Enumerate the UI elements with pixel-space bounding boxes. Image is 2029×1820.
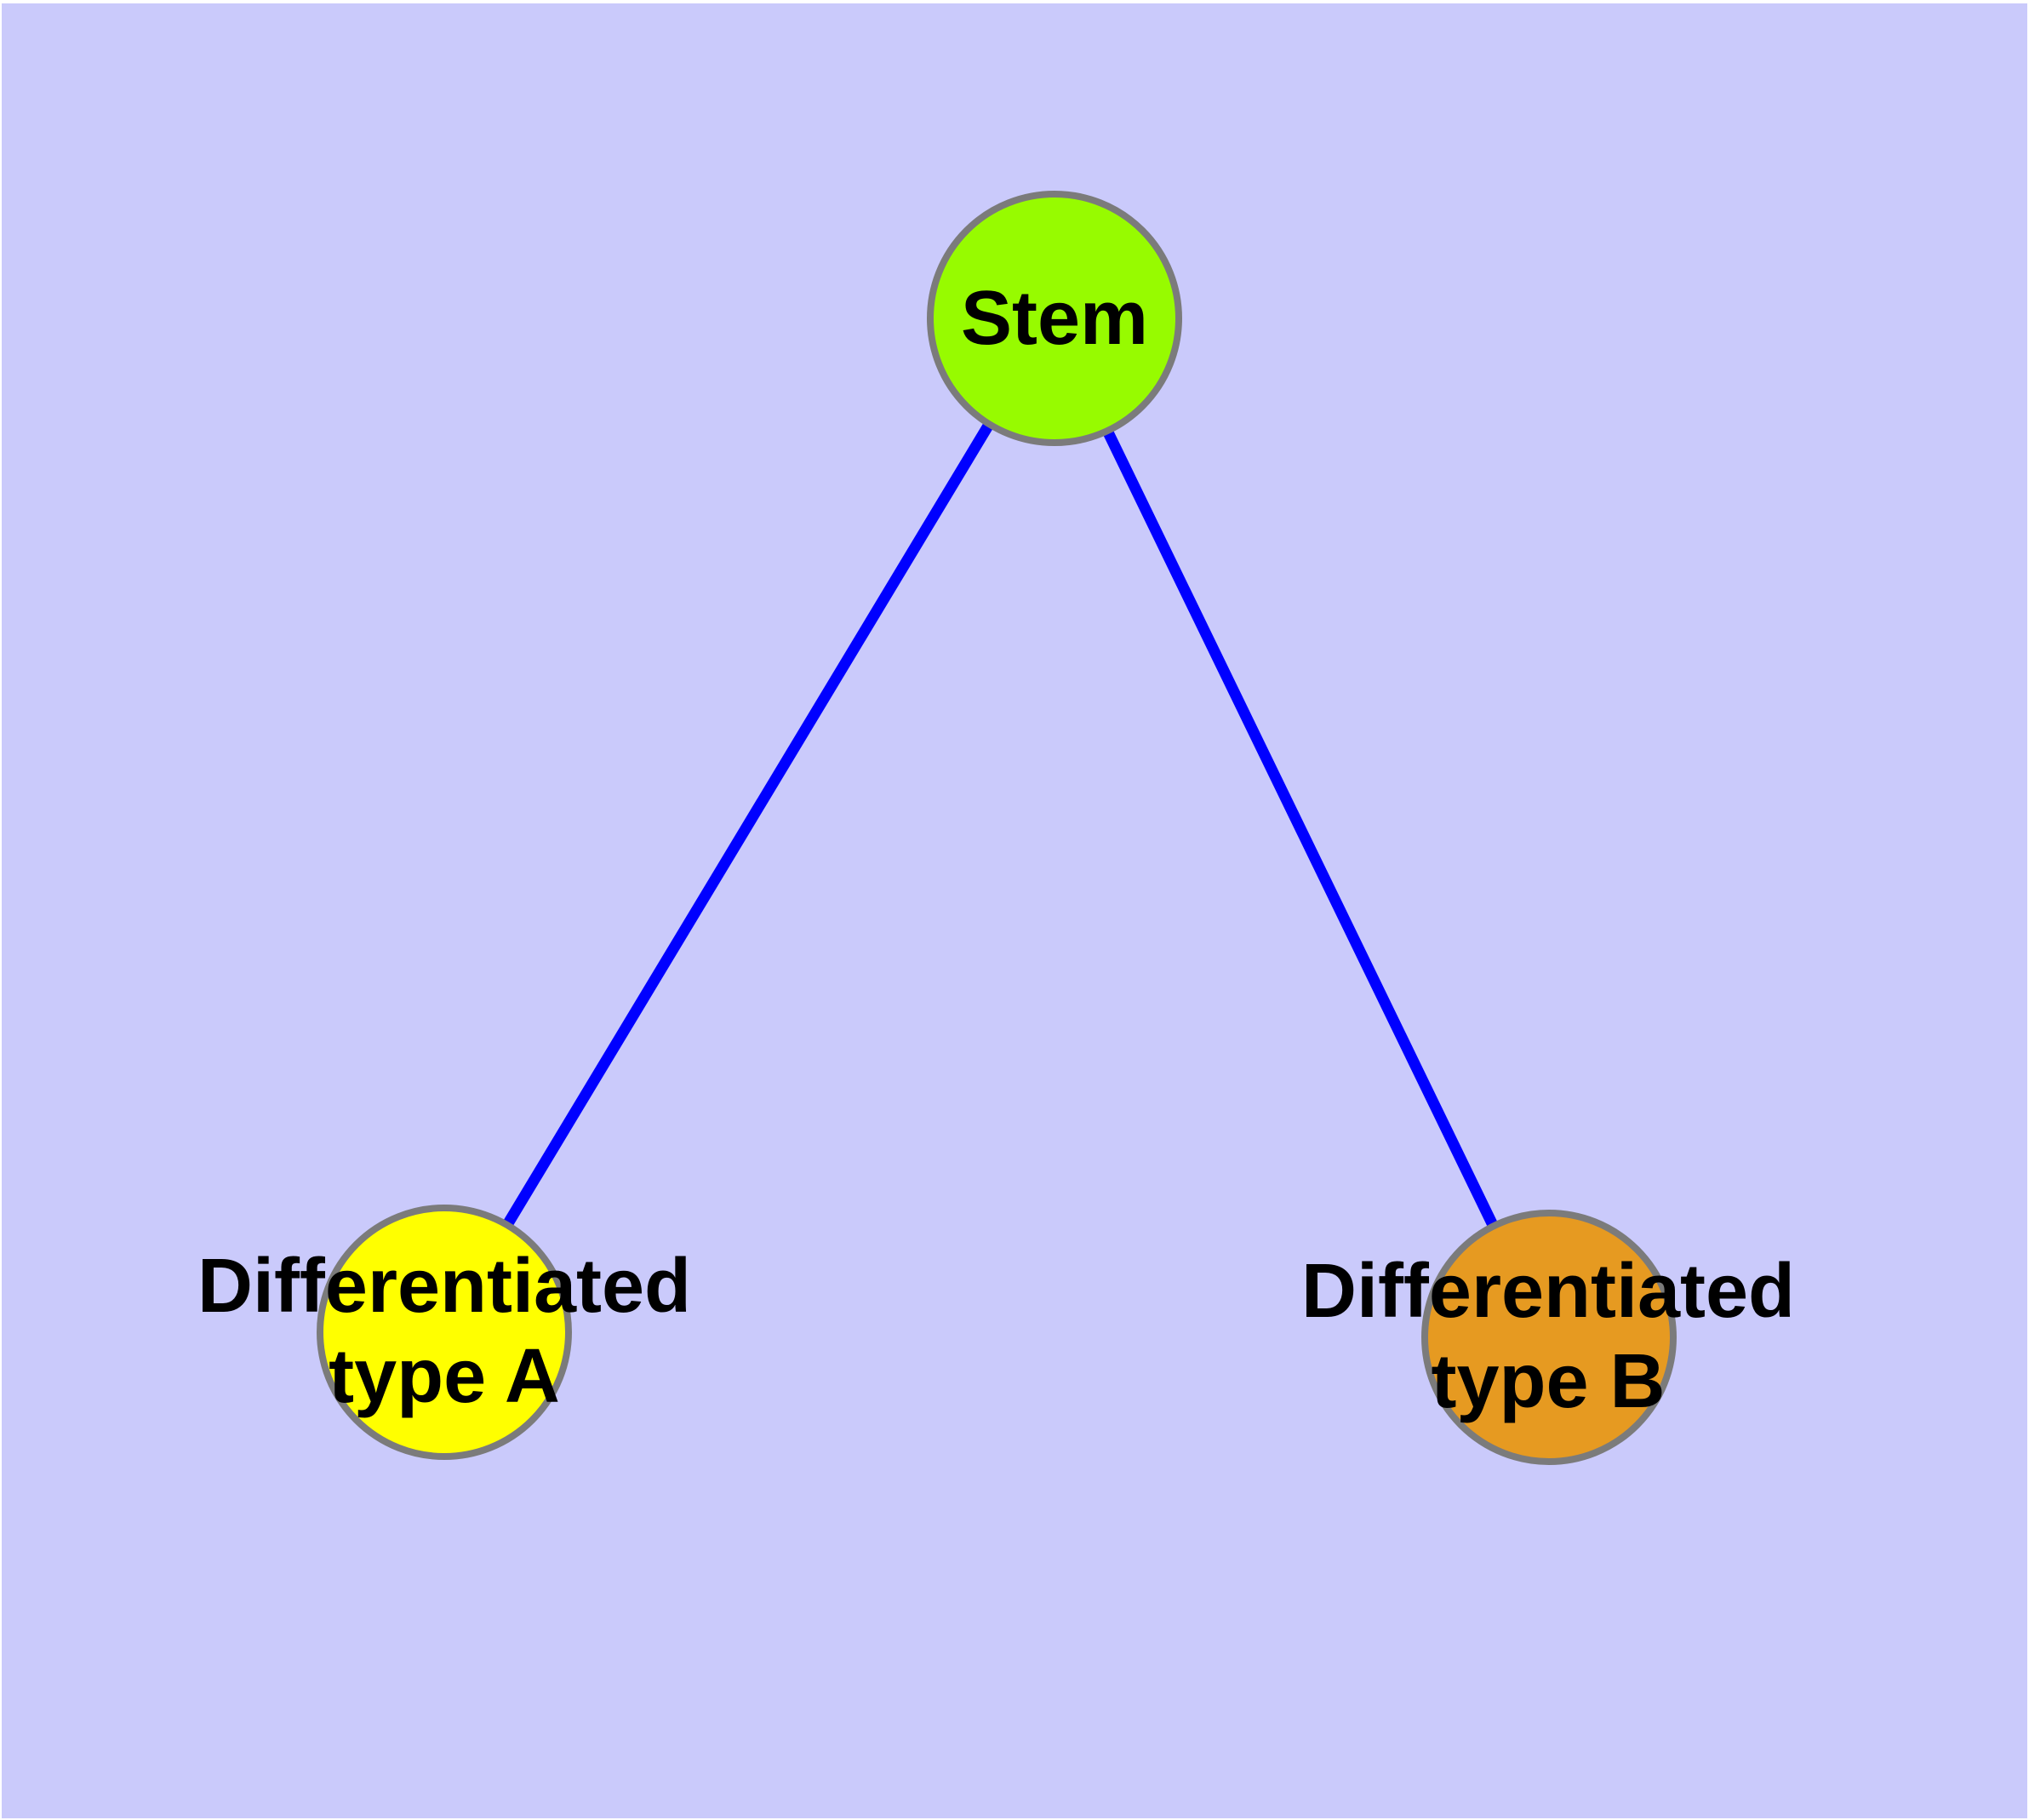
- node-stem-label-line: Stem: [960, 276, 1149, 361]
- node-type-a-label-line-2: type A: [329, 1334, 560, 1419]
- edges-layer: [437, 315, 1552, 1340]
- node-type-b-label-line-1: Differentiated: [1300, 1249, 1796, 1334]
- node-stem: [927, 191, 1182, 446]
- edge-stem-to-type-b: [1048, 316, 1552, 1340]
- node-type-a-label-line-1: Differentiated: [197, 1244, 692, 1329]
- node-differentiated-type-a: [317, 1205, 572, 1460]
- edge-stem-to-type-a: [437, 315, 1058, 1336]
- diagram-canvas: Stem Differentiated type A Differentiate…: [2, 3, 2027, 1818]
- node-type-b-label-line-2: type B: [1431, 1339, 1666, 1424]
- node-stem-label: Stem: [799, 267, 1310, 369]
- node-differentiated-type-b-label: Differentiated type B: [1148, 1246, 1948, 1427]
- node-differentiated-type-b: [1421, 1210, 1677, 1465]
- node-differentiated-type-a-label: Differentiated type A: [44, 1241, 844, 1422]
